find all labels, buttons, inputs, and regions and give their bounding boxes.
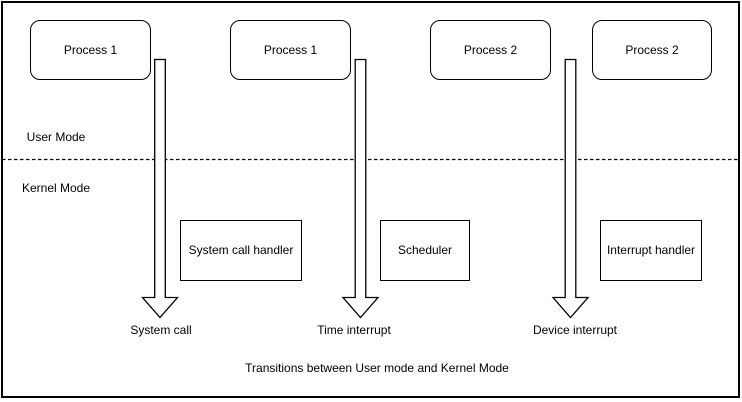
process-2-box-b-label: Process 2 <box>625 42 679 57</box>
system-call-handler-label: System call handler <box>188 243 294 258</box>
process-1-box-a: Process 1 <box>30 20 151 80</box>
system-call-label: System call <box>130 323 192 337</box>
user-mode-label: User Mode <box>26 130 86 144</box>
scheduler-label: Scheduler <box>397 243 453 258</box>
diagram-caption: Transitions between User mode and Kernel… <box>245 361 509 375</box>
process-1-box-b: Process 1 <box>230 20 351 80</box>
time-interrupt-arrow <box>341 58 380 319</box>
device-interrupt-label: Device interrupt <box>532 323 618 337</box>
interrupt-handler-label: Interrupt handler <box>606 243 696 258</box>
kernel-mode-label: Kernel Mode <box>21 181 91 195</box>
system-call-arrow <box>141 58 179 319</box>
process-1-box-b-label: Process 1 <box>263 42 318 57</box>
process-2-box-b: Process 2 <box>592 20 712 80</box>
process-1-box-a-label: Process 1 <box>63 42 118 57</box>
time-interrupt-label: Time interrupt <box>317 323 391 337</box>
interrupt-handler-box: Interrupt handler <box>600 220 702 281</box>
scheduler-box: Scheduler <box>380 220 470 281</box>
process-2-box-a-label: Process 2 <box>463 42 518 57</box>
device-interrupt-arrow <box>551 58 590 319</box>
system-call-handler-box: System call handler <box>180 220 302 281</box>
process-2-box-a: Process 2 <box>430 20 551 80</box>
